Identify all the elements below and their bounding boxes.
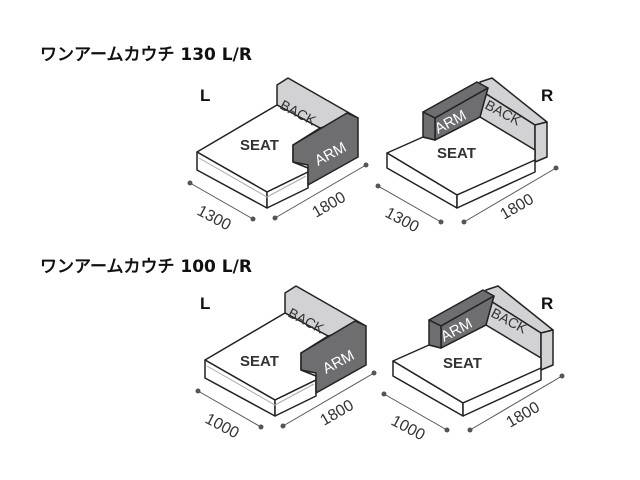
side-label: L [200,294,210,313]
sofa-100-right: R ARM BACK SEAT 1000 1800 [380,285,566,445]
sofa-130-left: L BACK SEAT ARM 1300 1800 [186,77,370,235]
section-title-130: ワンアームカウチ 130 L/R [40,45,252,65]
section-title-100: ワンアームカウチ 100 L/R [40,257,252,277]
depth-dimension: 1300 [382,205,421,237]
seat-label: SEAT [240,353,279,370]
depth-dimension: 1000 [202,411,241,443]
width-dimension: 1800 [310,189,349,222]
depth-dimension: 1000 [388,413,427,445]
width-dimension: 1800 [498,191,537,224]
sofa-100-left: L BACK SEAT ARM 1000 1800 [194,285,378,443]
width-dimension: 1800 [504,399,543,432]
seat-label: SEAT [240,137,279,154]
seat-label: SEAT [437,145,476,162]
width-dimension: 1800 [318,397,357,430]
depth-dimension: 1300 [194,203,233,235]
side-label: R [541,294,553,313]
seat-label: SEAT [443,355,482,372]
sofa-130-right: R ARM BACK SEAT 1300 1800 [374,77,560,237]
side-label: R [541,86,553,105]
side-label: L [200,86,210,105]
